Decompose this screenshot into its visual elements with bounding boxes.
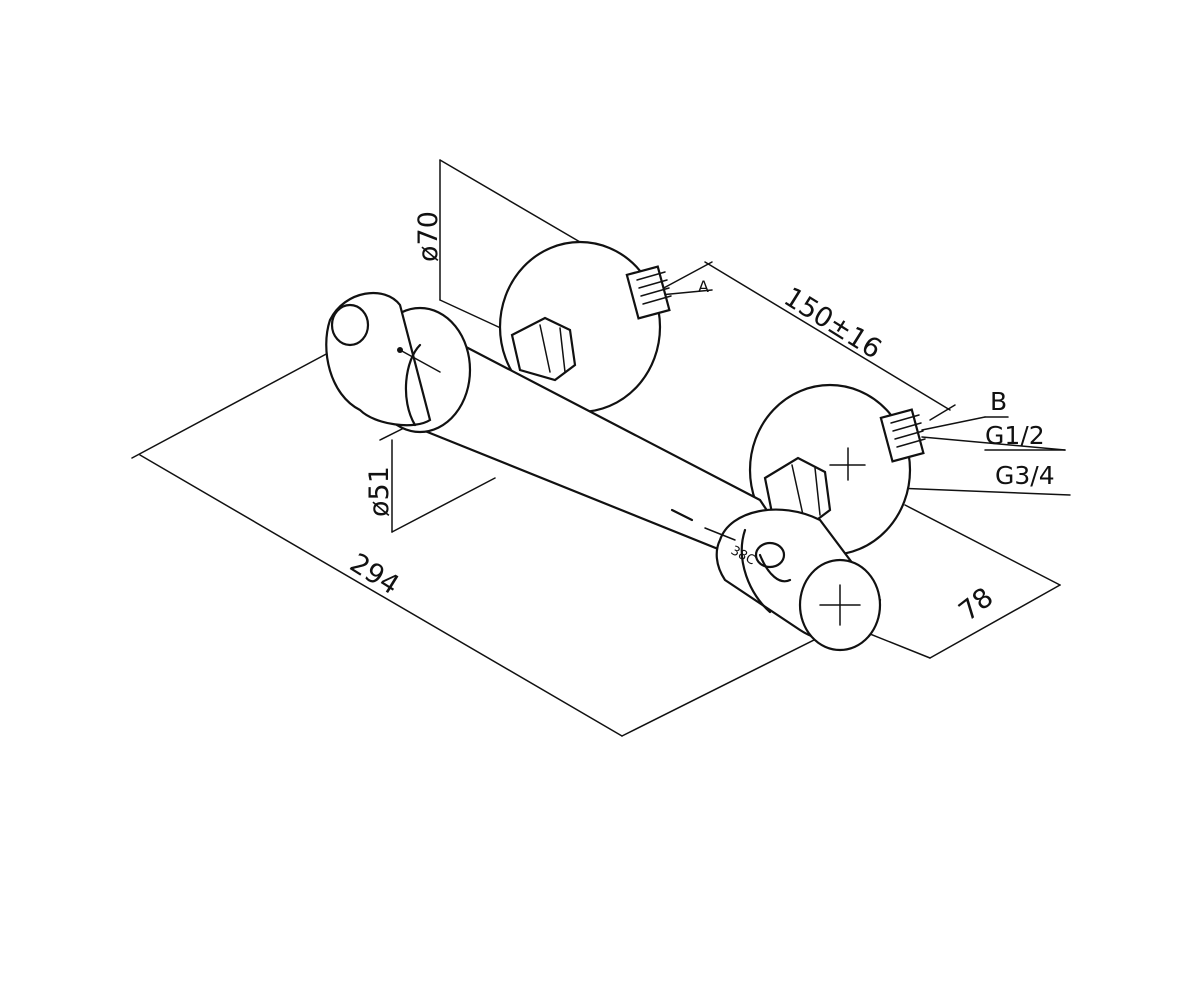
callout-labels: A B G1/2 G3/4 (698, 277, 1055, 490)
callout-outlet-thread: G3/4 (995, 461, 1055, 490)
dim-depth: 78 (953, 582, 999, 628)
dim-overall-length: 294 (344, 548, 404, 602)
connector-a-thread (625, 265, 672, 320)
callout-inlet-thread: G1/2 (985, 421, 1045, 450)
dimension-lines (131, 159, 1071, 737)
callout-a: A (698, 277, 709, 296)
connector-b-thread (879, 408, 926, 463)
callout-b: B (990, 387, 1007, 416)
dim-flange-diameter: ø70 (413, 211, 444, 262)
mixer-body: 38C (325, 291, 882, 652)
rear-wall-flange (498, 240, 672, 414)
dim-body-diameter: ø51 (364, 466, 395, 517)
temperature-knob: 38C (670, 508, 882, 652)
dim-center-distance: 150±16 (778, 282, 886, 366)
left-cap (325, 291, 472, 434)
